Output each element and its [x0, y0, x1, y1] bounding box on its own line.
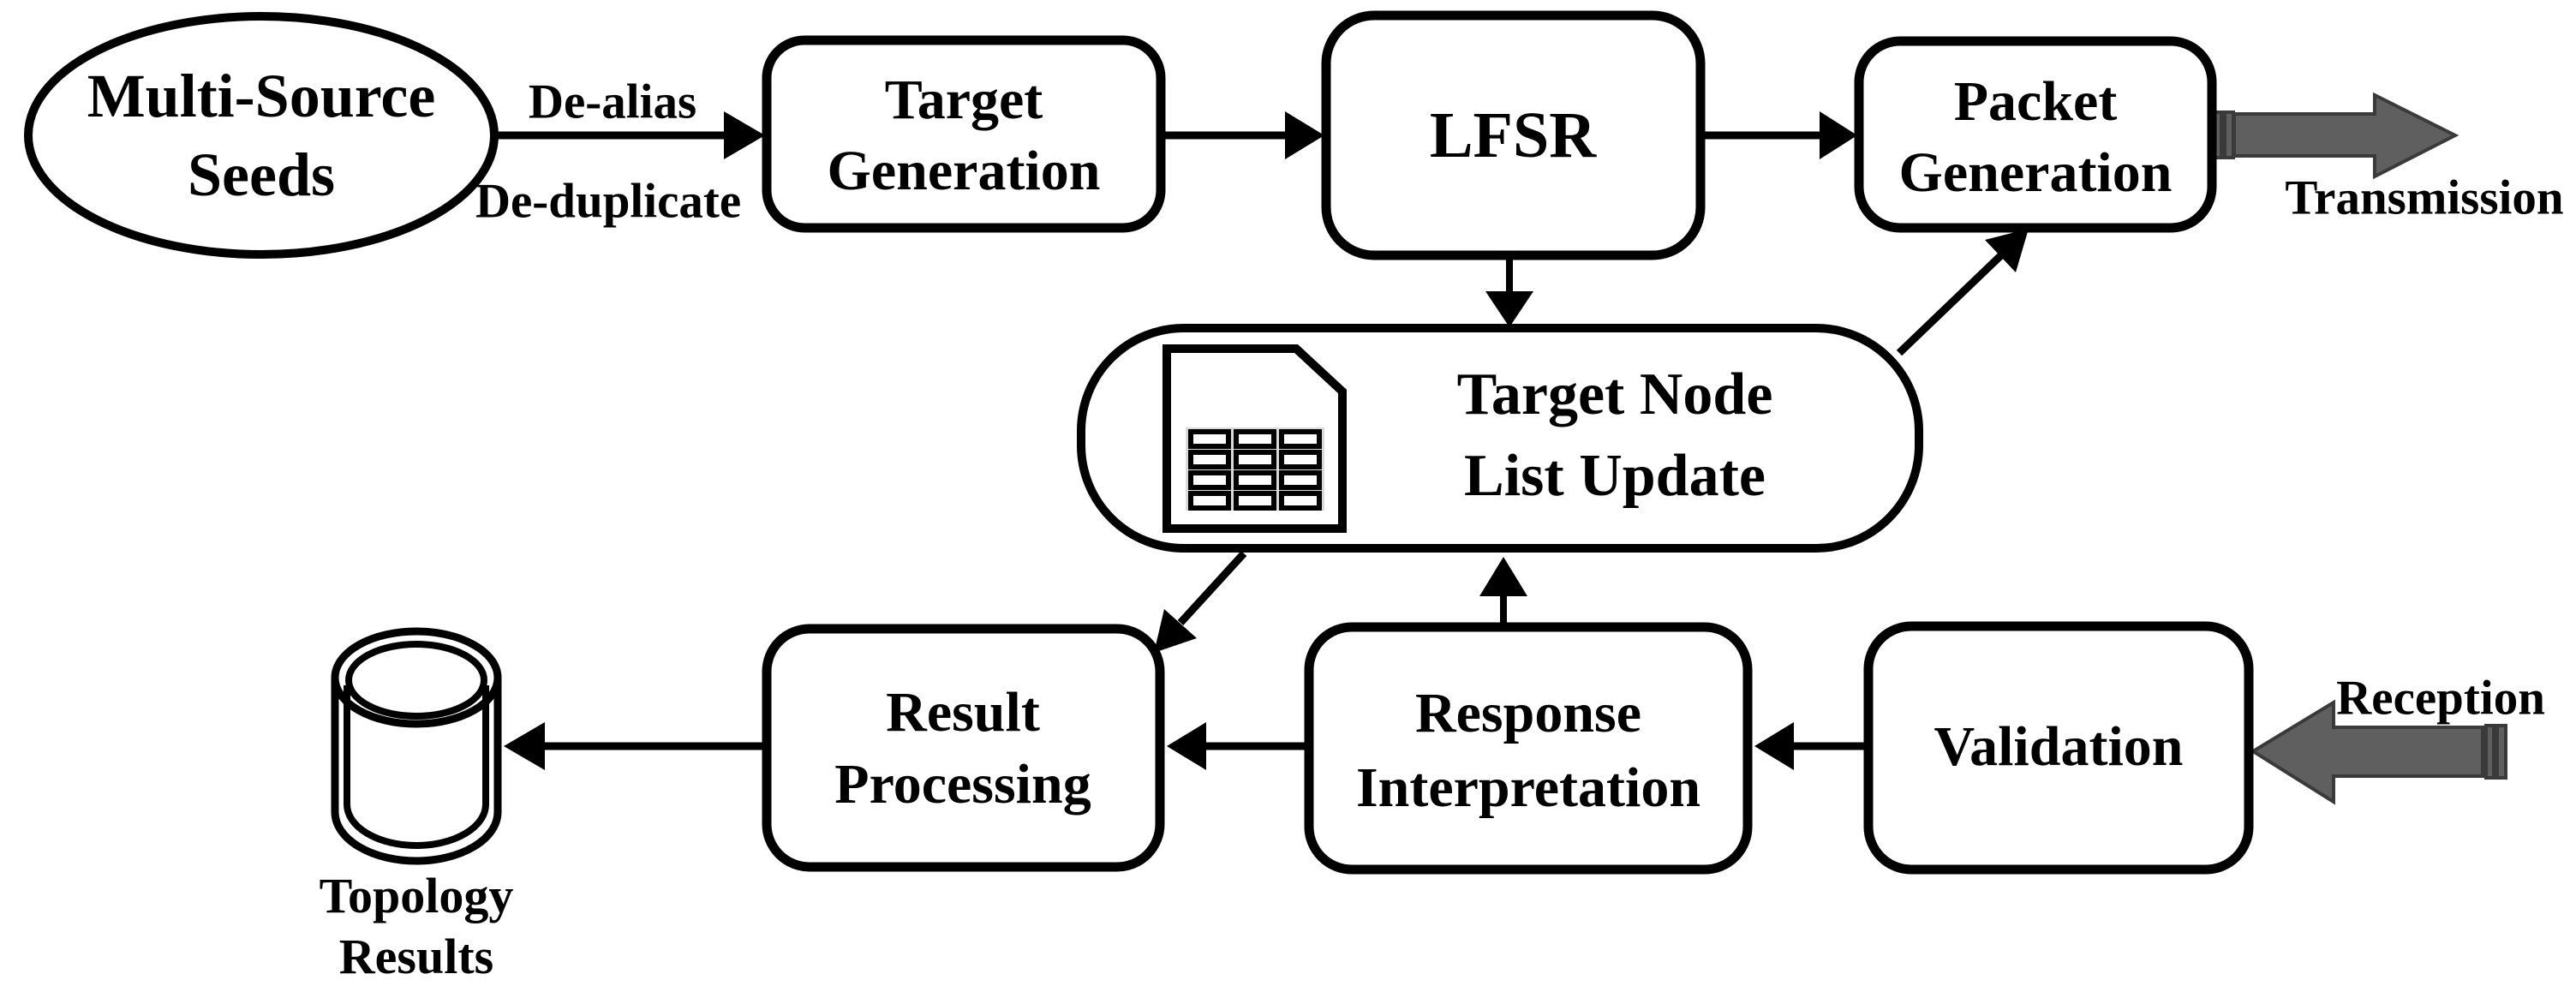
- de-alias-edge-label: De-alias: [528, 75, 697, 129]
- transmission-label: Transmission: [2285, 170, 2564, 225]
- node-response-interpretation: [1304, 622, 1753, 875]
- lfsr-label: LFSR: [1429, 99, 1597, 171]
- arrow-lfsr-to-packet-generation: [1700, 111, 1857, 159]
- arrow-target-generation-to-lfsr: [1161, 111, 1324, 159]
- response-interpretation-label-line2: Interpretation: [1355, 756, 1701, 819]
- reception-arrow: [2250, 699, 2507, 805]
- topology-results-label-line1: Topology: [319, 868, 514, 923]
- database-icon: [331, 627, 502, 865]
- arrow-lfsr-to-target-node-list: [1485, 255, 1533, 327]
- node-packet-generation: [1854, 36, 2217, 233]
- transmission-arrow: [2212, 92, 2459, 180]
- node-multi-source-seeds: [24, 12, 499, 259]
- arrow-result-processing-to-topology-results: [504, 722, 767, 770]
- node-target-generation: [762, 35, 1166, 233]
- target-node-list-update-label-line2: List Update: [1464, 443, 1766, 509]
- target-generation-label-line1: Target: [884, 69, 1043, 131]
- validation-label: Validation: [1933, 715, 2184, 778]
- arrow-seeds-to-target-generation: [494, 111, 765, 159]
- arrow-target-node-list-to-result-processing: [1154, 550, 1247, 653]
- response-interpretation-label-line1: Response: [1414, 682, 1642, 744]
- node-result-processing: [762, 624, 1165, 872]
- arrow-response-interpretation-to-result-processing: [1167, 722, 1309, 770]
- arrow-validation-to-response-interpretation: [1754, 722, 1868, 770]
- topology-results-label-line2: Results: [338, 929, 494, 984]
- target-generation-label-line2: Generation: [827, 140, 1101, 202]
- node-validation: [1863, 621, 2254, 875]
- de-duplicate-edge-label: De-duplicate: [475, 174, 742, 229]
- file-list-icon: [1162, 344, 1347, 533]
- packet-generation-label-line2: Generation: [1898, 141, 2173, 204]
- arrow-response-interpretation-to-target-node-list: [1479, 557, 1527, 627]
- multi-source-seeds-label-line2: Seeds: [187, 140, 336, 209]
- reception-label: Reception: [2336, 671, 2545, 726]
- multi-source-seeds-label-line1: Multi-Source: [87, 62, 436, 130]
- result-processing-label-line2: Processing: [834, 753, 1091, 816]
- node-lfsr: [1321, 10, 1706, 260]
- result-processing-label-line1: Result: [886, 681, 1040, 744]
- target-node-list-update-label-line1: Target Node: [1456, 362, 1773, 427]
- packet-generation-label-line1: Packet: [1953, 70, 2118, 133]
- arrow-target-node-list-to-packet-generation: [1896, 229, 2029, 356]
